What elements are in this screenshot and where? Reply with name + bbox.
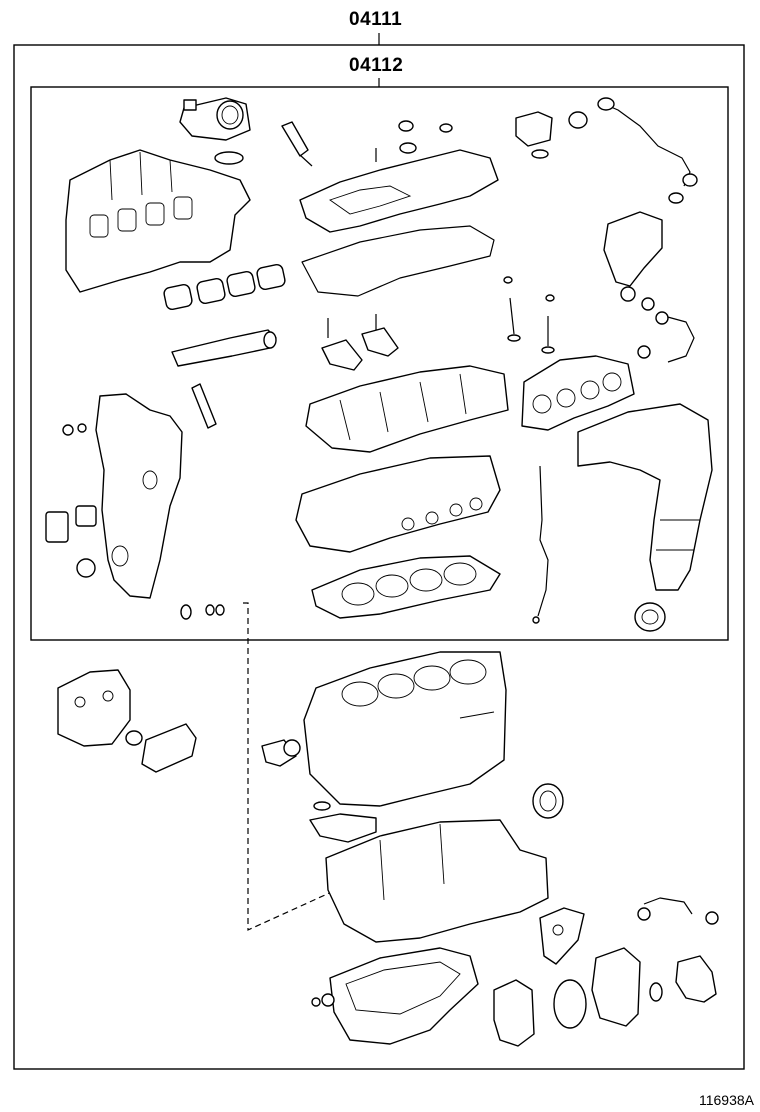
- o-ring-large[interactable]: [553, 979, 587, 1029]
- valve-cover-fasteners[interactable]: [375, 120, 453, 162]
- rear-oil-seal-retainer[interactable]: [57, 669, 143, 747]
- water-inlet[interactable]: [675, 955, 717, 1003]
- intake-manifold-gaskets[interactable]: [163, 263, 286, 311]
- throttle-body[interactable]: [179, 97, 251, 141]
- fuel-rail[interactable]: [171, 329, 277, 367]
- cylinder-block[interactable]: [303, 651, 507, 807]
- egr-pipe[interactable]: [597, 97, 698, 204]
- oil-pump-gasket[interactable]: [539, 907, 585, 965]
- intake-exhaust-valves[interactable]: [503, 276, 555, 354]
- egr-cooler[interactable]: [603, 211, 663, 311]
- exhaust-flange-ring[interactable]: [634, 602, 666, 632]
- crankshaft-rear-seal[interactable]: [532, 783, 564, 819]
- block-side-fittings[interactable]: [261, 739, 301, 767]
- inner-kit-part-number[interactable]: 04112: [349, 55, 404, 76]
- cylinder-head-gasket[interactable]: [311, 555, 501, 619]
- timing-chain-cover[interactable]: [95, 393, 183, 599]
- water-bypass-pipe[interactable]: [637, 311, 695, 363]
- valve-cover[interactable]: [299, 149, 499, 233]
- oil-strainer[interactable]: [309, 801, 377, 843]
- ignition-coil[interactable]: [281, 121, 313, 167]
- figure-id: 116938A: [698, 1092, 754, 1108]
- coolant-pipe-lower[interactable]: [637, 897, 719, 925]
- exhaust-manifold-gasket[interactable]: [521, 355, 635, 431]
- outer-kit-part-number[interactable]: 04111: [349, 9, 403, 30]
- throttle-gasket[interactable]: [214, 151, 244, 165]
- camshaft-caps[interactable]: [321, 314, 399, 371]
- oil-separator[interactable]: [141, 723, 197, 773]
- oil-pan-lower[interactable]: [329, 947, 479, 1045]
- intake-manifold[interactable]: [65, 149, 251, 293]
- drain-plug[interactable]: [311, 993, 335, 1007]
- valve-cover-gasket[interactable]: [301, 225, 495, 297]
- inner-kit-frame: [30, 78, 729, 641]
- camshaft-housing[interactable]: [305, 365, 509, 453]
- outer-kit-frame: [13, 33, 745, 1070]
- oil-filter[interactable]: [493, 979, 535, 1047]
- cylinder-head[interactable]: [295, 455, 501, 553]
- egr-valve[interactable]: [515, 111, 588, 159]
- small-seals-left[interactable]: [45, 423, 225, 620]
- kit-dashed-leader: [243, 602, 348, 931]
- water-pump[interactable]: [591, 947, 663, 1027]
- exhaust-manifold-catalytic-converter[interactable]: [577, 403, 713, 591]
- fuel-injector[interactable]: [191, 383, 217, 429]
- oil-pan-upper[interactable]: [325, 819, 549, 943]
- oil-dipstick[interactable]: [532, 465, 549, 624]
